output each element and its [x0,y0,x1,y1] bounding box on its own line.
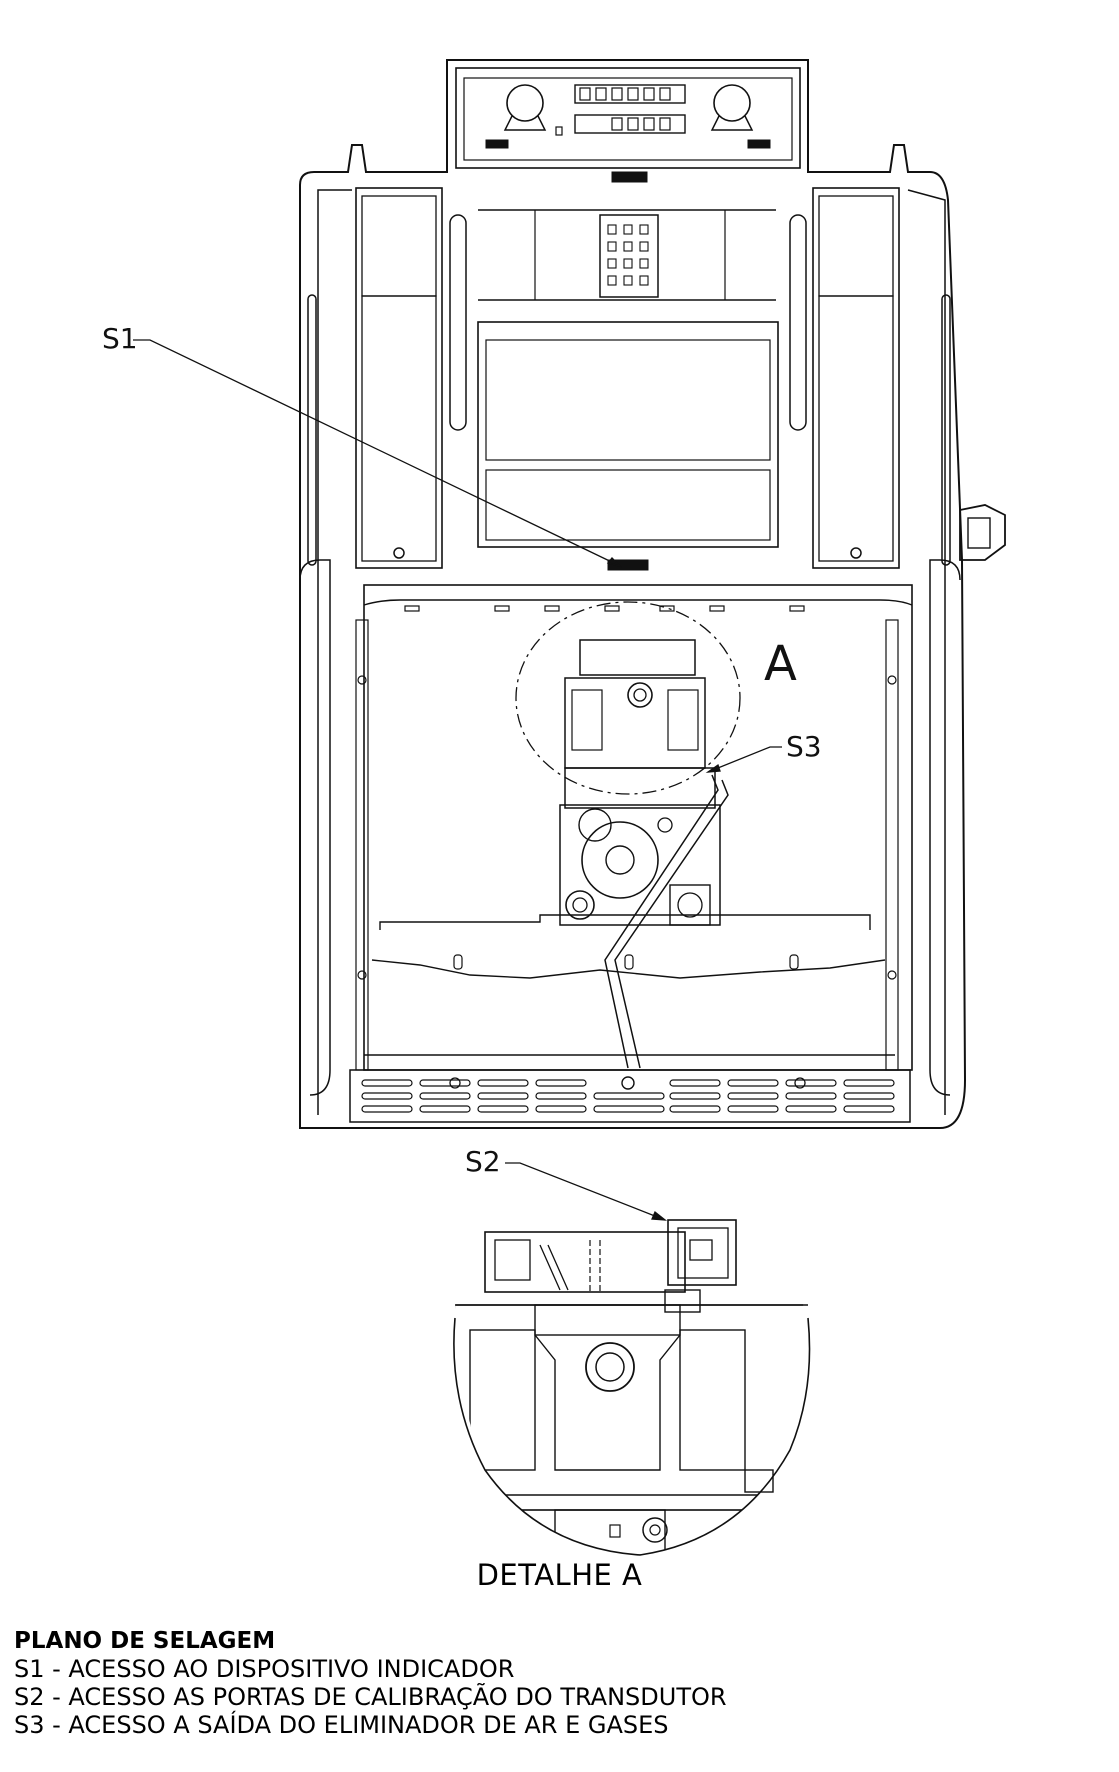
brand-plate [607,559,649,571]
callout-s1: S1 [102,322,138,355]
support-bracket-upper [379,914,871,930]
meter-dial [581,821,659,899]
support-bracket-lower [371,959,886,979]
detail-circle-a [515,601,741,795]
legend-item-s3: S3 - ACESSO A SAÍDA DO ELIMINADOR DE AR … [14,1711,669,1739]
detail-outline [453,1317,811,1556]
nozzle-hook-right [713,84,751,122]
side-rounded-right [929,559,961,1096]
s1-leader [133,339,621,567]
legend-item-s2: S2 - ACESSO AS PORTAS DE CALIBRAÇÃO DO T… [14,1683,727,1711]
hydraulic-compartment [363,584,913,1071]
outlet-pipe [604,774,719,1069]
digit-display-top [574,84,686,104]
side-panel-right [812,187,900,569]
legend-item-s1: S1 - ACESSO AO DISPOSITIVO INDICADOR [14,1655,515,1683]
keypad [599,214,659,298]
s2-leader [505,1162,666,1221]
side-panel-left [355,187,443,569]
side-rounded-left [299,559,331,1096]
digit-display-bottom [574,114,686,134]
callout-s2: S2 [465,1145,501,1178]
head-lower-panel [477,321,779,548]
status-indicator [611,171,648,183]
side-slot-left [307,294,317,566]
cabinet-outline [299,59,967,1129]
detail-callout-a: A [764,636,797,692]
display-head [455,67,801,169]
leader-lines [133,339,782,1221]
cabinet-inner-left [317,189,352,1115]
meter-assembly [559,639,721,926]
detail-port [585,1342,635,1392]
legend-title: PLANO DE SELAGEM [14,1628,276,1654]
detail-title: DETALHE A [476,1558,643,1592]
cabinet-inner-right [907,189,946,1115]
detail-a-view [453,1219,811,1556]
side-slot-right [941,294,951,566]
transducer-ports [667,1219,737,1286]
nozzle-hook-left [506,84,544,122]
side-latch [959,504,1006,561]
handle-right [789,214,807,431]
bottom-grille [349,1069,911,1123]
s3-leader [707,746,782,773]
callout-s3: S3 [786,730,822,763]
dispenser-front-view [299,59,1006,1129]
handle-left [449,214,467,431]
sealing-plan-legend: PLANO DE SELAGEM S1 - ACESSO AO DISPOSIT… [14,1628,727,1739]
